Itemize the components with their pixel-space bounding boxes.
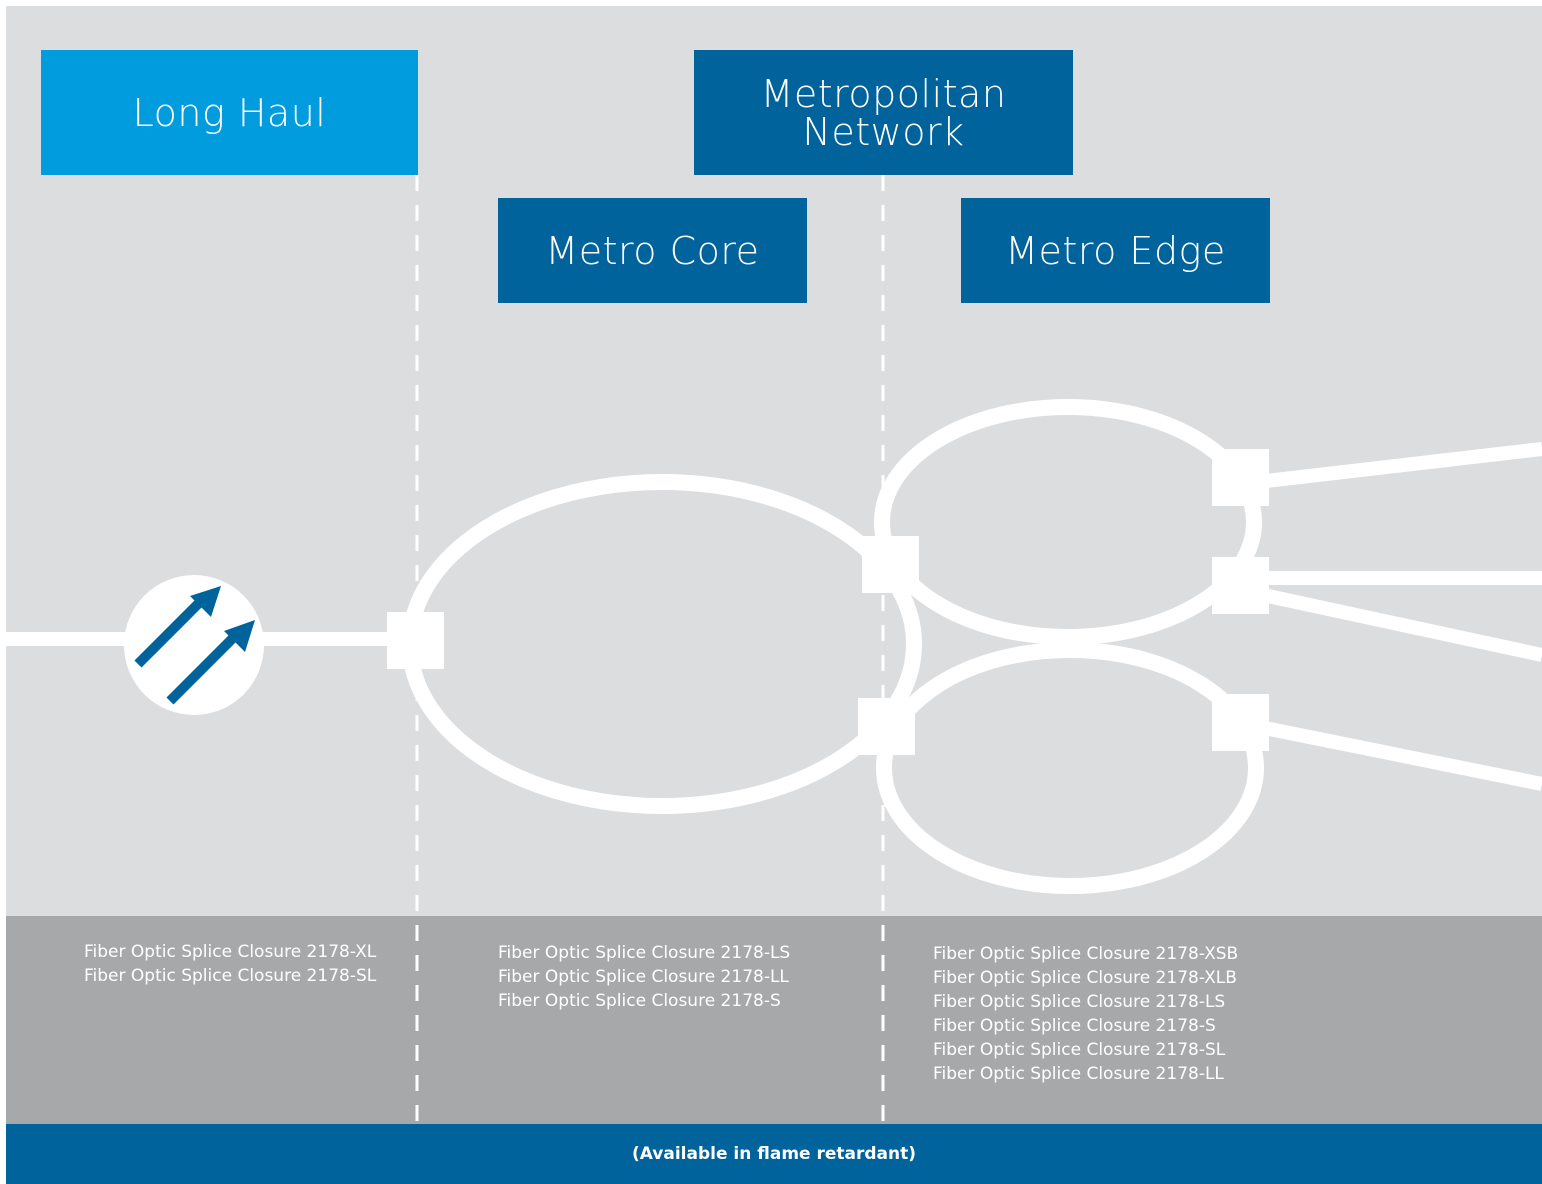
header-metro-network-line2: Network (802, 109, 965, 154)
product-item: Fiber Optic Splice Closure 2178-LL (498, 967, 789, 987)
access-line-1 (1239, 442, 1542, 491)
product-item: Fiber Optic Splice Closure 2178-S (498, 991, 781, 1011)
product-list-metro-core: Fiber Optic Splice Closure 2178-LS Fiber… (498, 941, 790, 1013)
metro-edge-ring-lower (876, 642, 1264, 894)
double-arrow-icon (124, 575, 264, 715)
product-item: Fiber Optic Splice Closure 2178-XLB (933, 968, 1237, 988)
header-metro-network-line1: Metropolitan (760, 71, 1007, 116)
product-list-long-haul: Fiber Optic Splice Closure 2178-XL Fiber… (84, 940, 376, 988)
flame-retardant-note: (Available in flame retardant) (6, 1124, 1542, 1184)
header-metro-core-label: Metro Core (545, 228, 760, 273)
header-metro-edge-label: Metro Edge (1005, 228, 1226, 273)
header-metro-core: Metro Core (498, 198, 807, 303)
header-long-haul-label: Long Haul (132, 90, 327, 135)
product-item: Fiber Optic Splice Closure 2178-SL (933, 1040, 1226, 1060)
product-item: Fiber Optic Splice Closure 2178-XL (84, 942, 377, 962)
product-band (6, 916, 1542, 1124)
splice-node-long-haul (387, 612, 444, 669)
splice-node-edge-1 (1212, 449, 1269, 506)
product-list-metro-edge: Fiber Optic Splice Closure 2178-XSB Fibe… (933, 942, 1238, 1086)
product-item: Fiber Optic Splice Closure 2178-LS (933, 992, 1226, 1012)
product-item: Fiber Optic Splice Closure 2178-S (933, 1016, 1216, 1036)
product-item: Fiber Optic Splice Closure 2178-SL (84, 966, 377, 986)
header-long-haul: Long Haul (41, 50, 418, 175)
access-line-4 (1238, 716, 1542, 791)
product-item: Fiber Optic Splice Closure 2178-XSB (933, 944, 1239, 964)
metro-core-ring (402, 474, 922, 814)
access-line-3 (1238, 583, 1542, 662)
splice-node-edge-3 (1212, 694, 1269, 751)
header-metropolitan-network: Metropolitan Network (694, 50, 1073, 175)
splice-node-core-edge-lower (858, 698, 915, 755)
product-item: Fiber Optic Splice Closure 2178-LS (498, 943, 791, 963)
splice-node-core-edge-upper (862, 536, 919, 593)
header-metro-edge: Metro Edge (961, 198, 1270, 303)
product-item: Fiber Optic Splice Closure 2178-LL (933, 1064, 1224, 1084)
splice-node-edge-2 (1212, 557, 1269, 614)
metro-edge-ring-upper (874, 399, 1262, 645)
